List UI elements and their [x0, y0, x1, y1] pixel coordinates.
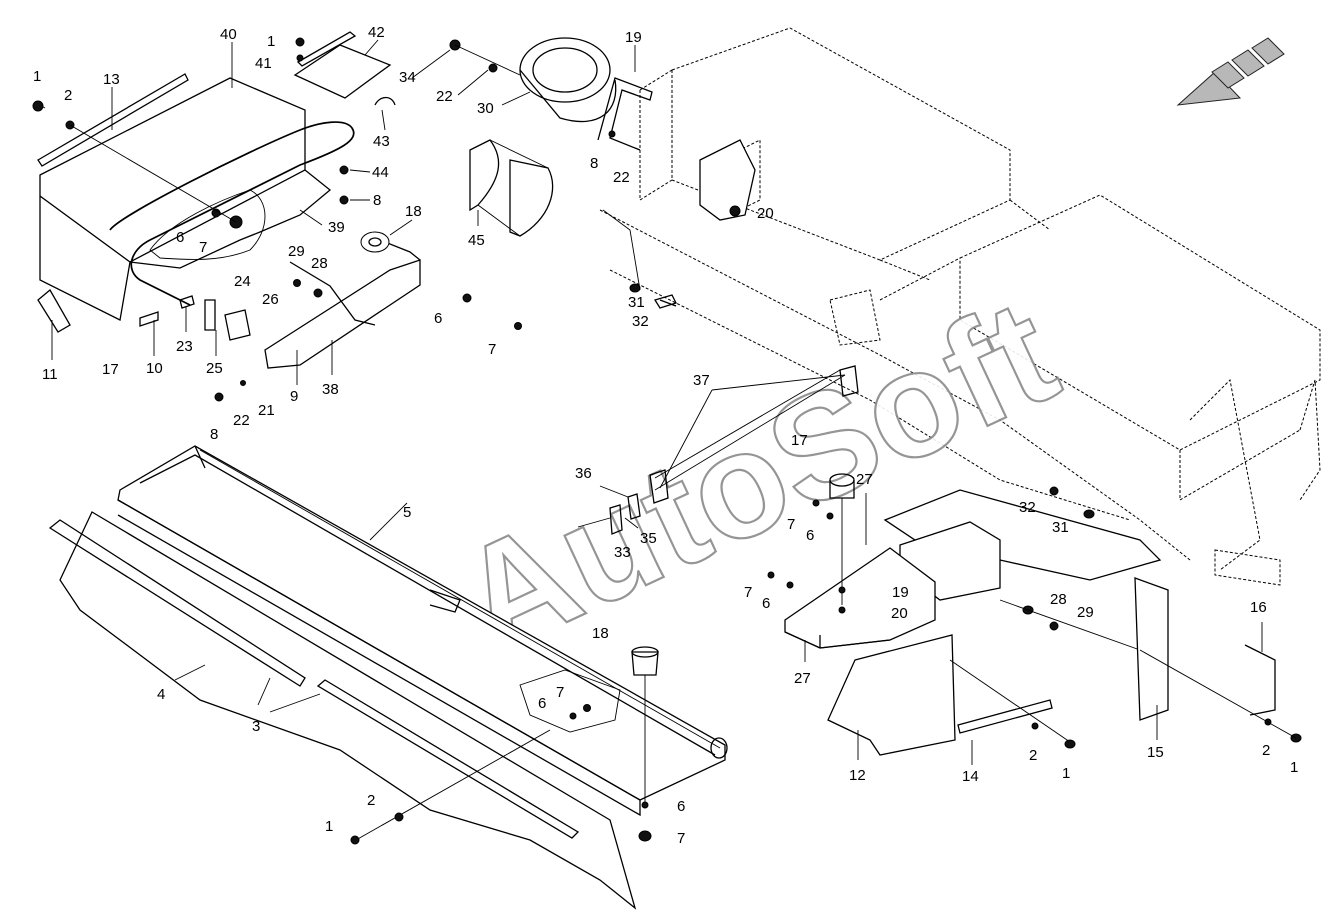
callout-23: 23 — [176, 338, 193, 355]
upper-fasteners — [32, 37, 741, 307]
callout-25: 25 — [206, 360, 223, 377]
callout-18: 18 — [405, 203, 422, 220]
callout-7: 7 — [488, 341, 496, 358]
callout-43: 43 — [373, 133, 390, 150]
callout-20: 20 — [891, 605, 908, 622]
callout-14: 14 — [962, 768, 979, 785]
callout-36: 36 — [575, 465, 592, 482]
callout-17: 17 — [791, 432, 808, 449]
callout-1: 1 — [325, 818, 333, 835]
callout-28: 28 — [311, 255, 328, 272]
callout-27: 27 — [856, 471, 873, 488]
callout-26: 26 — [262, 291, 279, 308]
callout-1: 1 — [1062, 765, 1070, 782]
callout-5: 5 — [403, 504, 411, 521]
callout-8: 8 — [373, 192, 381, 209]
callout-38: 38 — [322, 381, 339, 398]
callout-33: 33 — [614, 544, 631, 561]
side-panels-12-15 — [827, 577, 1302, 756]
callout-7: 7 — [199, 239, 207, 256]
callout-45: 45 — [468, 232, 485, 249]
callout-7: 7 — [556, 684, 564, 701]
callout-37: 37 — [693, 372, 710, 389]
callout-15: 15 — [1147, 744, 1164, 761]
callout-17: 17 — [102, 361, 119, 378]
callout-13: 13 — [103, 71, 120, 88]
clamp-parts-cluster — [139, 279, 677, 402]
callout-32: 32 — [632, 313, 649, 330]
callout-35: 35 — [640, 530, 657, 547]
callout-labels: 40 42 1 41 34 22 30 19 1 2 13 43 44 8 8 … — [33, 24, 1298, 847]
upper-left-housing — [37, 73, 355, 333]
lower-panel-4 — [48, 511, 637, 910]
right-lower-assembly — [767, 473, 1162, 651]
callout-1: 1 — [33, 68, 41, 85]
svg-text:AutoSoft: AutoSoft — [434, 266, 1079, 686]
callout-6: 6 — [762, 595, 770, 612]
callout-7: 7 — [677, 830, 685, 847]
callout-20: 20 — [757, 205, 774, 222]
callout-4: 4 — [157, 686, 165, 703]
callout-30: 30 — [477, 100, 494, 117]
callout-8: 8 — [210, 426, 218, 443]
callout-6: 6 — [434, 310, 442, 327]
callout-32: 32 — [1019, 499, 1036, 516]
callout-2: 2 — [64, 87, 72, 104]
watermark: AutoSoft — [433, 265, 1080, 687]
callout-39: 39 — [328, 219, 345, 236]
callout-18: 18 — [592, 625, 609, 642]
callout-7: 7 — [744, 584, 752, 601]
callout-22: 22 — [436, 88, 453, 105]
callout-41: 41 — [255, 55, 272, 72]
callout-2: 2 — [1029, 747, 1037, 764]
callout-40: 40 — [220, 26, 237, 43]
callout-29: 29 — [288, 243, 305, 260]
cover-plate-42 — [293, 31, 396, 205]
callout-19: 19 — [625, 29, 642, 46]
callout-42: 42 — [368, 24, 385, 41]
callout-10: 10 — [146, 360, 163, 377]
callout-6: 6 — [806, 527, 814, 544]
callout-24: 24 — [234, 273, 251, 290]
callout-28: 28 — [1050, 591, 1067, 608]
callout-6: 6 — [677, 798, 685, 815]
callout-9: 9 — [290, 388, 298, 405]
leader-lines — [51, 39, 1263, 765]
travel-direction-arrow-icon — [1176, 37, 1285, 106]
support-rail-38 — [264, 231, 421, 369]
callout-16: 16 — [1250, 599, 1267, 616]
callout-31: 31 — [1052, 519, 1069, 536]
callout-6: 6 — [176, 229, 184, 246]
callout-8: 8 — [590, 155, 598, 172]
callout-34: 34 — [399, 69, 416, 86]
callout-44: 44 — [372, 164, 389, 181]
callout-27: 27 — [794, 670, 811, 687]
callout-1: 1 — [1290, 759, 1298, 776]
callout-2: 2 — [367, 792, 375, 809]
callout-2: 2 — [1262, 742, 1270, 759]
callout-12: 12 — [849, 767, 866, 784]
combine-header-body — [599, 27, 1321, 586]
callout-29: 29 — [1077, 604, 1094, 621]
callout-19: 19 — [892, 584, 909, 601]
cover-plate-20 — [699, 139, 756, 221]
bracket-19 — [597, 77, 653, 151]
callout-6: 6 — [538, 695, 546, 712]
brackets-45 — [469, 139, 554, 237]
long-beam-5 — [117, 445, 728, 842]
callout-1: 1 — [267, 33, 275, 50]
callout-3: 3 — [252, 718, 260, 735]
drum-30 — [519, 37, 617, 123]
callout-22: 22 — [613, 169, 630, 186]
callout-31: 31 — [628, 294, 645, 311]
mount-bracket-36 — [577, 365, 859, 535]
callout-22: 22 — [233, 412, 250, 429]
callout-11: 11 — [42, 366, 58, 383]
callout-7: 7 — [787, 516, 795, 533]
callout-21: 21 — [258, 402, 275, 419]
